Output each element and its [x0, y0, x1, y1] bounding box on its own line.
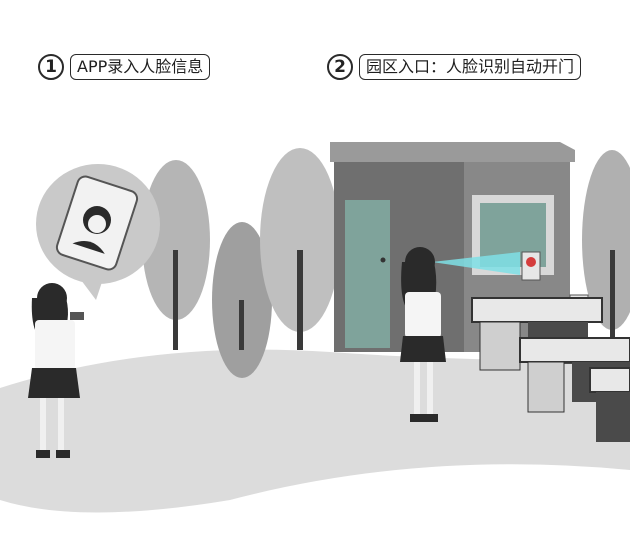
step-1-number: 1 — [38, 54, 64, 80]
tree-middle — [212, 222, 272, 378]
door — [345, 200, 390, 348]
step-1: 1 APP录入人脸信息 — [38, 54, 211, 80]
step-2-number: 2 — [327, 54, 353, 80]
gate-3 — [589, 367, 630, 442]
ground — [0, 349, 630, 513]
tree-right — [582, 150, 630, 350]
step-2: 2 园区入口：人脸识别自动开门 — [327, 54, 582, 80]
tree-left — [142, 160, 210, 350]
step-2-label: 园区入口：人脸识别自动开门 — [359, 54, 582, 80]
gate-1 — [471, 297, 603, 371]
phone-bubble — [36, 164, 160, 300]
scan-beam — [432, 252, 520, 275]
step-1-label: APP录入人脸信息 — [70, 54, 211, 80]
person-left — [28, 283, 84, 458]
person-middle — [400, 247, 446, 422]
tree-center — [260, 148, 340, 350]
